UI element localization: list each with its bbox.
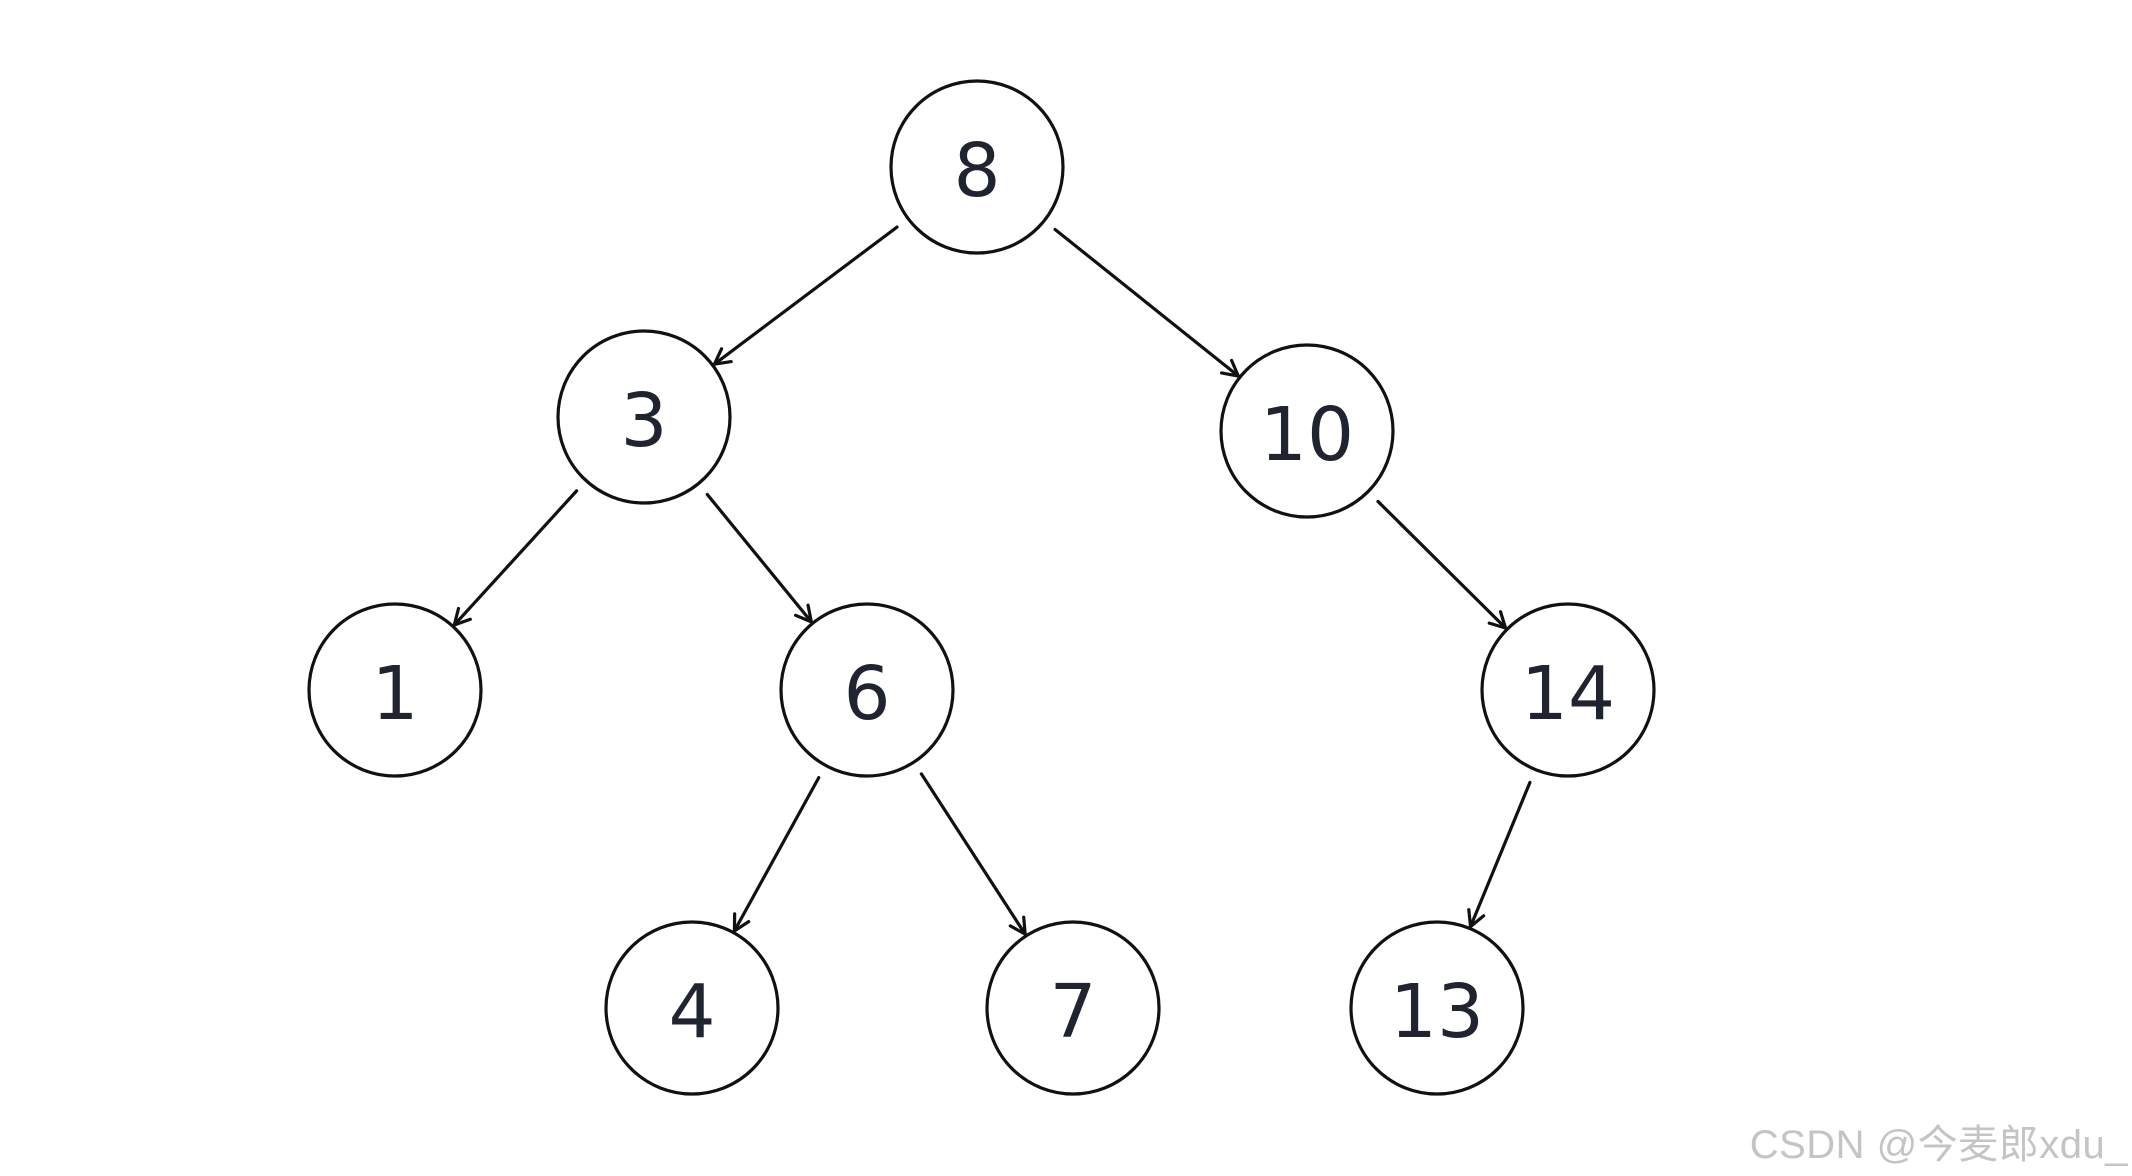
edge-6-to-4	[732, 776, 821, 933]
node-label: 7	[1049, 969, 1096, 1055]
edge-3-to-6	[705, 492, 813, 624]
node-circle	[985, 920, 1161, 1096]
node-circle	[889, 79, 1065, 255]
node-label: 14	[1521, 651, 1615, 737]
tree-node-13: 13	[1349, 920, 1525, 1096]
tree-edges	[452, 225, 1532, 936]
node-circle	[556, 329, 732, 505]
node-circle	[307, 602, 483, 778]
edge-8-to-10	[1053, 227, 1240, 378]
edge-10-to-14	[1376, 499, 1508, 630]
tree-node-3: 3	[556, 329, 732, 505]
tree-nodes: 8 3 10 1 6 14 4 7 13	[307, 79, 1656, 1096]
node-circle	[1480, 602, 1656, 778]
node-label: 8	[953, 128, 1000, 214]
tree-node-14: 14	[1480, 602, 1656, 778]
node-circle	[779, 602, 955, 778]
node-circle	[1349, 920, 1525, 1096]
node-label: 3	[620, 378, 667, 464]
node-label: 10	[1260, 392, 1354, 478]
tree-node-6: 6	[779, 602, 955, 778]
node-label: 13	[1390, 969, 1484, 1055]
node-label: 6	[843, 651, 890, 737]
node-label: 1	[371, 651, 418, 737]
node-label: 4	[668, 969, 715, 1055]
tree-node-4: 4	[604, 920, 780, 1096]
edge-8-to-3	[712, 225, 899, 366]
tree-node-1: 1	[307, 602, 483, 778]
tree-node-7: 7	[985, 920, 1161, 1096]
tree-node-10: 10	[1219, 343, 1395, 519]
tree-node-8: 8	[889, 79, 1065, 255]
edge-14-to-13	[1467, 780, 1532, 929]
node-circle	[1219, 343, 1395, 519]
edge-3-to-1	[452, 489, 579, 627]
edge-6-to-7	[919, 772, 1027, 936]
csdn-watermark: CSDN @今麦郎xdu_	[1749, 1123, 2128, 1167]
node-circle	[604, 920, 780, 1096]
